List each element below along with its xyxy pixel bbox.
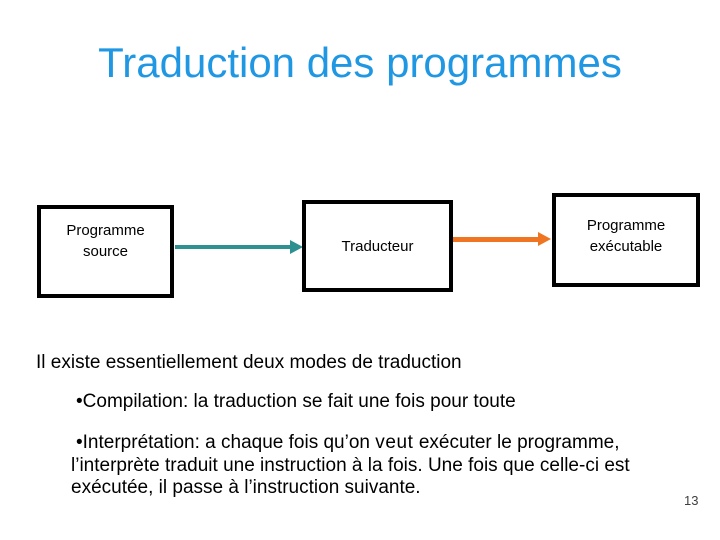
arrow-source-to-traducteur xyxy=(175,239,303,255)
bullet-compilation-text: Compilation: la traduction se fait une f… xyxy=(82,391,516,412)
interpretation-emphasis: veut xyxy=(375,432,414,453)
box-traducteur: Traducteur xyxy=(302,200,453,292)
box-programme-executable-line2: exécutable xyxy=(589,238,663,255)
intro-text: Il existe essentiellement deux modes de … xyxy=(36,352,462,373)
box-programme-source-line2: source xyxy=(82,242,129,260)
page-number: 13 xyxy=(684,493,699,508)
arrow-head-icon xyxy=(538,232,551,246)
bullet-interpretation: •Interprétation: a chaque fois qu’on veu… xyxy=(71,432,700,500)
box-programme-source-line1: Programme xyxy=(66,221,145,239)
bullet-interpretation-line3: exécutée, il passe à l’instruction suiva… xyxy=(71,477,421,498)
bullet-compilation: •Compilation: la traduction se fait une … xyxy=(71,390,700,414)
slide-title: Traduction des programmes xyxy=(98,39,622,86)
arrow-head-icon xyxy=(290,240,303,254)
box-programme-source: Programme source xyxy=(37,205,174,298)
interpretation-line1-post: exécuter le programme, xyxy=(413,432,620,453)
arrow-shaft xyxy=(175,245,292,249)
bullet-icon: • xyxy=(76,432,83,453)
box-programme-executable-line1: Programme xyxy=(586,217,666,234)
interpretation-line1-pre: Interprétation: a chaque fois qu’on xyxy=(82,432,376,453)
bullet-icon: • xyxy=(76,391,83,412)
arrow-shaft xyxy=(453,237,540,242)
bullet-interpretation-line2: l’interprète traduit une instruction à l… xyxy=(71,454,630,476)
body-text-block: Il existe essentiellement deux modes de … xyxy=(36,351,700,500)
box-programme-executable: Programme exécutable xyxy=(552,193,700,287)
arrow-traducteur-to-executable xyxy=(453,232,551,248)
bullet-interpretation-line1: •Interprétation: a chaque fois qu’on veu… xyxy=(71,432,700,455)
box-traducteur-label: Traducteur xyxy=(341,237,414,255)
